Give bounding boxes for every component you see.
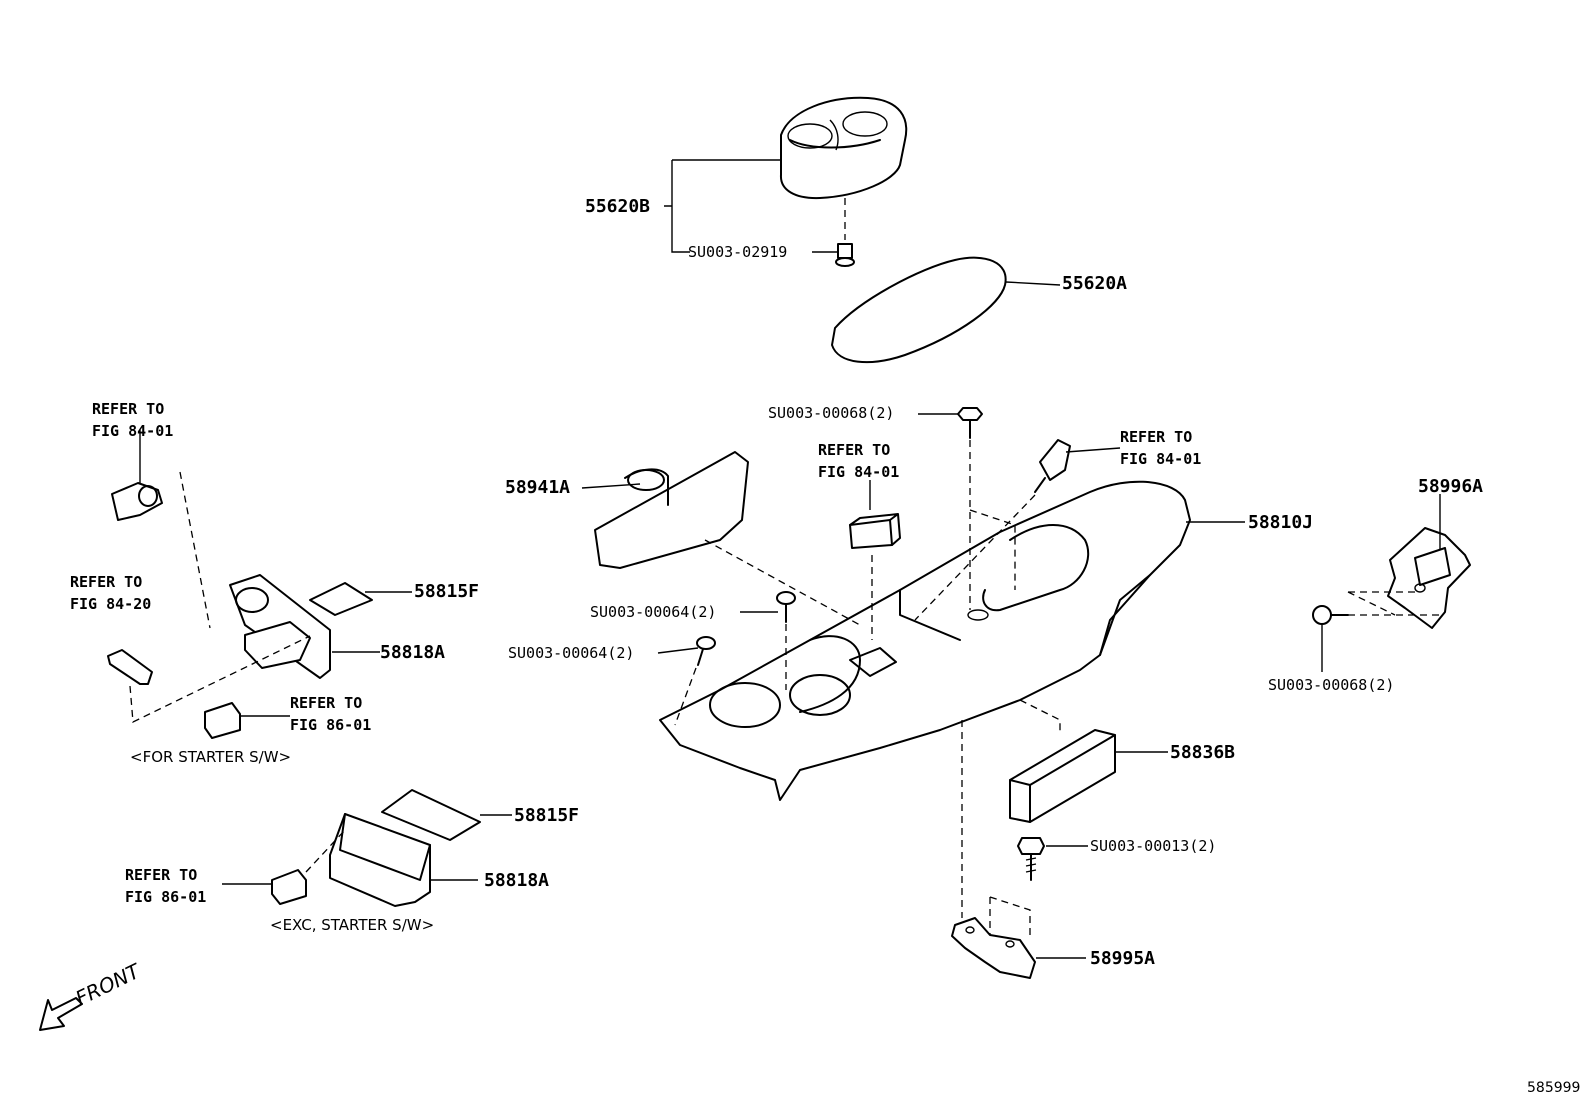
label-55620A: 55620A bbox=[1062, 273, 1127, 294]
ref-r2-line1: REFER TO bbox=[70, 573, 142, 591]
ref-r4-line2: FIG 84-01 bbox=[818, 463, 899, 481]
shift-dash bbox=[914, 494, 1036, 621]
label-58810J: 58810J bbox=[1248, 512, 1313, 533]
label-58941A: 58941A bbox=[505, 477, 570, 498]
note-for-starter: <FOR STARTER S/W> bbox=[130, 748, 291, 766]
right-bracket bbox=[1387, 527, 1471, 629]
leader-00064-b bbox=[657, 647, 699, 654]
console-body bbox=[659, 480, 1191, 801]
ref-r6-line2: FIG 86-01 bbox=[125, 888, 206, 906]
lower-bracket bbox=[951, 917, 1036, 979]
label-58815F-b: 58815F bbox=[514, 805, 579, 826]
label-su003-00013: SU003-00013(2) bbox=[1090, 837, 1216, 855]
switch-housing-a bbox=[229, 574, 331, 679]
label-58836B: 58836B bbox=[1170, 742, 1235, 763]
start-button-part bbox=[111, 482, 163, 521]
leader-58941A bbox=[581, 483, 641, 489]
ref-r2-line2: FIG 84-20 bbox=[70, 595, 151, 613]
cup-holder-insert bbox=[779, 96, 908, 200]
label-58815F-a: 58815F bbox=[414, 581, 479, 602]
ref-r4-line1: REFER TO bbox=[818, 441, 890, 459]
screw-00064-a bbox=[776, 591, 796, 623]
right-bracket-dash bbox=[1347, 591, 1440, 616]
console-pad bbox=[1009, 729, 1116, 823]
pad-58815F-b bbox=[381, 789, 481, 841]
pad-58815F-a bbox=[309, 582, 373, 616]
label-su003-02919: SU003-02919 bbox=[688, 243, 787, 261]
label-58818A-b: 58818A bbox=[484, 870, 549, 891]
console-dash-1 bbox=[969, 509, 1016, 590]
bracket-dash-2 bbox=[989, 896, 1031, 935]
start-button-dash bbox=[179, 471, 211, 629]
side-panel bbox=[594, 451, 749, 569]
label-su003-00064-a: SU003-00064(2) bbox=[590, 603, 716, 621]
front-label: FRONT bbox=[72, 958, 146, 1010]
center-switch bbox=[849, 513, 901, 549]
label-su003-00064-b: SU003-00064(2) bbox=[508, 644, 634, 662]
label-58996A: 58996A bbox=[1418, 476, 1483, 497]
cup-mat bbox=[831, 256, 1007, 364]
label-58995A: 58995A bbox=[1090, 948, 1155, 969]
shift-knob-part bbox=[1034, 439, 1071, 493]
label-su003-00068-right: SU003-00068(2) bbox=[1268, 676, 1394, 694]
switch-b-exc-dash bbox=[305, 829, 346, 873]
screw-00064-b-dash bbox=[674, 667, 697, 726]
leader-ref-r5 bbox=[1065, 447, 1121, 453]
ref-r1-line2: FIG 84-01 bbox=[92, 422, 173, 440]
leader-55620B bbox=[664, 159, 781, 253]
switch-b-exc bbox=[271, 869, 307, 905]
ref-r3-line2: FIG 86-01 bbox=[290, 716, 371, 734]
label-su003-00068-top: SU003-00068(2) bbox=[768, 404, 894, 422]
label-55620B: 55620B bbox=[585, 196, 650, 217]
ref-r1-line1: REFER TO bbox=[92, 400, 164, 418]
figure-id: 585999 bbox=[1527, 1080, 1580, 1096]
pin-dash bbox=[129, 635, 311, 723]
note-exc-starter: <EXC, STARTER S/W> bbox=[270, 916, 434, 934]
ref-r5-line2: FIG 84-01 bbox=[1120, 450, 1201, 468]
screw-00064-b bbox=[696, 636, 716, 666]
screw-00068-right bbox=[1312, 605, 1349, 625]
ref-r3-line1: REFER TO bbox=[290, 694, 362, 712]
leader-55620A bbox=[1005, 281, 1061, 286]
screw-02919 bbox=[835, 243, 855, 267]
screw-00068-top bbox=[957, 407, 983, 439]
label-58818A-a: 58818A bbox=[380, 642, 445, 663]
switch-b-for bbox=[204, 702, 241, 739]
connector-pin bbox=[107, 649, 153, 685]
ref-r6-line1: REFER TO bbox=[125, 866, 197, 884]
ref-r5-line1: REFER TO bbox=[1120, 428, 1192, 446]
bolt-00013 bbox=[1017, 837, 1045, 881]
pad-dash bbox=[1019, 699, 1061, 735]
switch-housing-b bbox=[329, 813, 431, 907]
front-arrow-icon bbox=[39, 997, 83, 1031]
side-panel-dash bbox=[704, 539, 861, 626]
